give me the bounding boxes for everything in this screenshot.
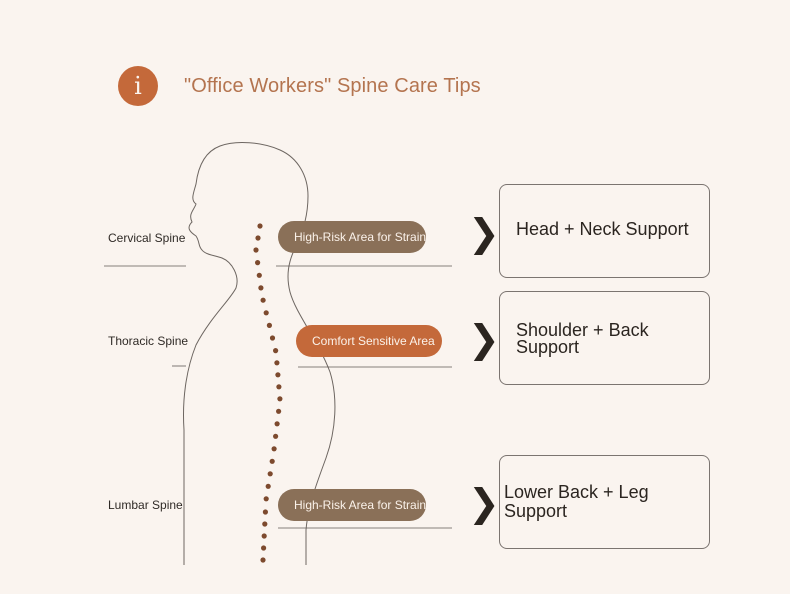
spine-dot xyxy=(260,557,266,563)
support-text-shoulder-back: Shoulder + Back Support xyxy=(516,320,649,357)
spine-dot xyxy=(261,545,267,551)
header: i "Office Workers" Spine Care Tips xyxy=(118,66,481,106)
chevron-right-icon: ❯ xyxy=(468,211,500,255)
label-cervical-spine: Cervical Spine xyxy=(108,231,186,245)
spine-dot xyxy=(261,533,267,539)
spine-dot xyxy=(263,310,269,316)
spine-dot xyxy=(255,260,261,266)
spine-dot xyxy=(276,384,282,390)
spine-dot xyxy=(269,335,276,341)
spine-dot xyxy=(273,433,279,439)
label-thoracic-spine: Thoracic Spine xyxy=(108,334,189,348)
spine-dot xyxy=(257,223,263,229)
spine-dot xyxy=(274,421,280,427)
spine-dot xyxy=(265,483,271,489)
support-text-lower-back-leg: Lower Back + Leg Support xyxy=(504,482,649,521)
tag-thoracic-comfort: Comfort Sensitive Area xyxy=(296,325,442,357)
spine-dot xyxy=(273,348,279,354)
support-box-head-neck: Head + Neck Support xyxy=(499,184,710,278)
spine-dot xyxy=(276,408,282,414)
spine-dots xyxy=(253,223,283,563)
tag-cervical-risk: High-Risk Area for Strain xyxy=(278,221,426,253)
spine-dot xyxy=(253,247,259,253)
chevron-right-icon: ❯ xyxy=(468,481,500,525)
spine-dot xyxy=(262,521,268,527)
info-icon: i xyxy=(118,66,158,106)
divider-lines xyxy=(104,265,452,529)
label-lumbar-spine: Lumbar Spine xyxy=(108,498,183,512)
spine-dot xyxy=(277,396,283,402)
spine-dot xyxy=(263,496,269,502)
spine-dot xyxy=(274,360,280,366)
spine-dot xyxy=(267,471,273,477)
spine-dot xyxy=(260,297,266,303)
support-box-shoulder-back: Shoulder + Back Support xyxy=(499,291,710,385)
spine-dot xyxy=(266,322,272,328)
support-text-head-neck: Head + Neck Support xyxy=(516,219,689,239)
spine-dot xyxy=(269,458,275,464)
tag-lumbar-risk: High-Risk Area for Strain xyxy=(278,489,426,521)
spine-dot xyxy=(256,272,262,278)
spine-dot xyxy=(255,235,261,241)
spine-dot xyxy=(262,509,268,515)
spine-dot xyxy=(258,285,264,291)
support-box-lower-back-leg: Lower Back + Leg Support xyxy=(499,455,710,549)
chevron-right-icon: ❯ xyxy=(468,317,500,361)
spine-dot xyxy=(275,372,281,378)
page-title: "Office Workers" Spine Care Tips xyxy=(184,74,481,97)
spine-dot xyxy=(271,446,277,452)
